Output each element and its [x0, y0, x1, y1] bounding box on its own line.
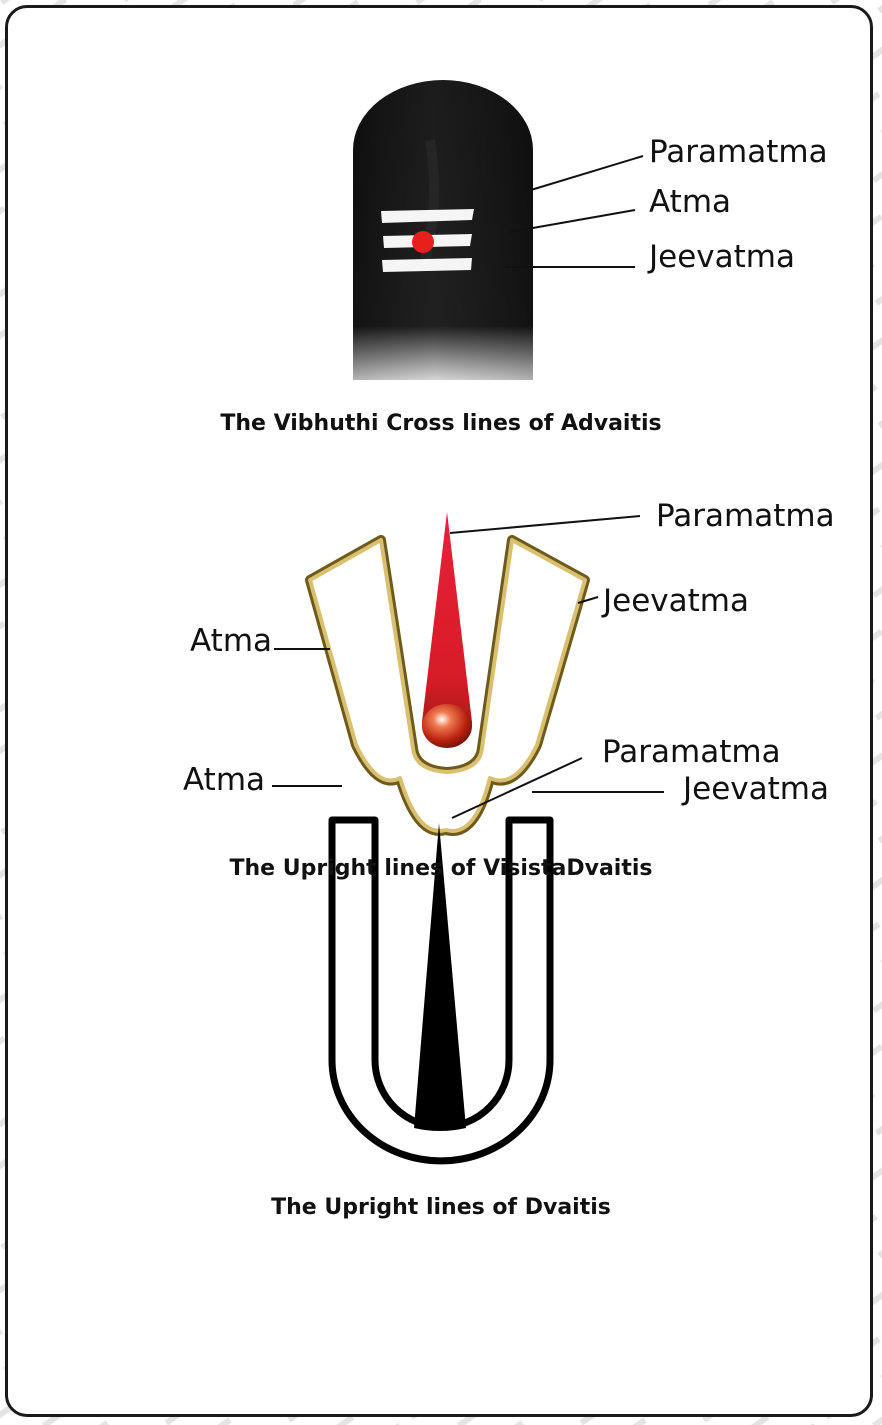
label-atma-visistadvaita: Atma — [190, 626, 272, 657]
label-atma-dvaita: Atma — [183, 765, 265, 796]
label-paramatma-visistadvaita: Paramatma — [656, 501, 835, 532]
label-paramatma-dvaita: Paramatma — [602, 737, 781, 768]
label-jeevatma-dvaita: Jeevatma — [683, 774, 829, 805]
caption-visistadvaita: The Upright lines of VisistaDvaitis — [0, 858, 882, 880]
label-atma-advaita: Atma — [649, 187, 731, 218]
namam-figure — [310, 512, 585, 831]
caption-dvaita: The Upright lines of Dvaitis — [0, 1197, 882, 1219]
label-jeevatma-advaita: Jeevatma — [649, 242, 795, 273]
lingam-figure — [353, 80, 533, 380]
label-paramatma-advaita: Paramatma — [649, 137, 828, 168]
kumkum-dot — [412, 231, 434, 253]
label-jeevatma-visistadvaita: Jeevatma — [603, 586, 749, 617]
caption-advaita: The Vibhuthi Cross lines of Advaitis — [0, 413, 882, 435]
